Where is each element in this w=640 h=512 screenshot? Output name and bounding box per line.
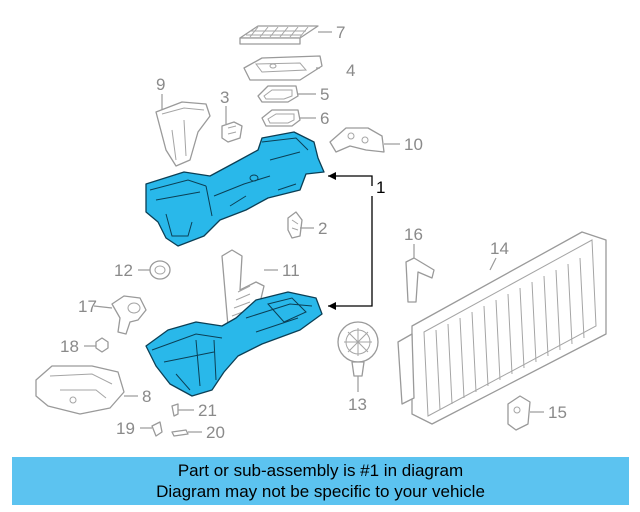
part-9-duct[interactable] (155, 101, 211, 167)
leader-lines (84, 31, 544, 433)
part-2-clip[interactable] (287, 211, 303, 239)
callout-6: 6 (320, 109, 329, 128)
part-13-blower[interactable] (337, 321, 379, 377)
callout-4: 4 (346, 61, 355, 80)
callout-12: 12 (114, 261, 133, 280)
part-21-screw[interactable] (171, 403, 179, 417)
part-20-pin[interactable] (171, 429, 189, 437)
part-19-clip[interactable] (151, 421, 163, 437)
callout-9: 9 (156, 75, 165, 94)
part-1-bracket-leader (328, 172, 373, 310)
callout-16: 16 (404, 225, 423, 244)
part-3-actuator[interactable] (221, 121, 243, 143)
part-17-motor[interactable] (111, 295, 147, 335)
callout-3: 3 (220, 88, 229, 107)
parts-diagram: 1 2 3 4 5 6 7 8 9 10 11 12 13 14 15 16 1… (35, 23, 607, 442)
part-7-filter[interactable] (239, 25, 319, 45)
callout-7: 7 (336, 23, 345, 42)
callout-labels: 1 2 3 4 5 6 7 8 9 10 11 12 13 14 15 16 1… (60, 23, 567, 442)
callout-15: 15 (548, 403, 567, 422)
banner-line-disclaimer: Diagram may not be specific to your vehi… (156, 482, 485, 501)
callout-20: 20 (206, 423, 225, 442)
part-10-bracket[interactable] (329, 127, 385, 153)
part-6-gasket[interactable] (261, 109, 301, 127)
callout-1: 1 (376, 178, 385, 197)
part-5-seal[interactable] (257, 85, 299, 103)
part-15-bracket[interactable] (507, 395, 531, 431)
part-1-lower-case[interactable] (145, 291, 323, 397)
part-16-hose[interactable] (405, 257, 435, 303)
callout-14: 14 (490, 239, 509, 258)
callout-5: 5 (320, 85, 329, 104)
callout-11: 11 (282, 261, 300, 280)
part-4-housing-cover[interactable] (243, 55, 323, 81)
callout-8: 8 (142, 387, 151, 406)
banner-line-part: Part or sub-assembly is #1 in diagram (177, 461, 464, 480)
callout-10: 10 (404, 135, 423, 154)
part-18-nut[interactable] (95, 337, 109, 353)
part-1-upper-case[interactable] (145, 131, 325, 247)
part-12-grommet[interactable] (149, 260, 171, 280)
callout-13: 13 (348, 395, 367, 414)
callout-18: 18 (60, 337, 79, 356)
callout-2: 2 (318, 219, 327, 238)
callout-17: 17 (78, 297, 97, 316)
callout-19: 19 (116, 419, 135, 438)
callout-21: 21 (198, 401, 217, 420)
part-14-radiator[interactable] (397, 231, 607, 425)
part-8-lower-module[interactable] (35, 365, 125, 415)
info-banner: Part or sub-assembly is #1 in diagram Di… (12, 457, 629, 505)
